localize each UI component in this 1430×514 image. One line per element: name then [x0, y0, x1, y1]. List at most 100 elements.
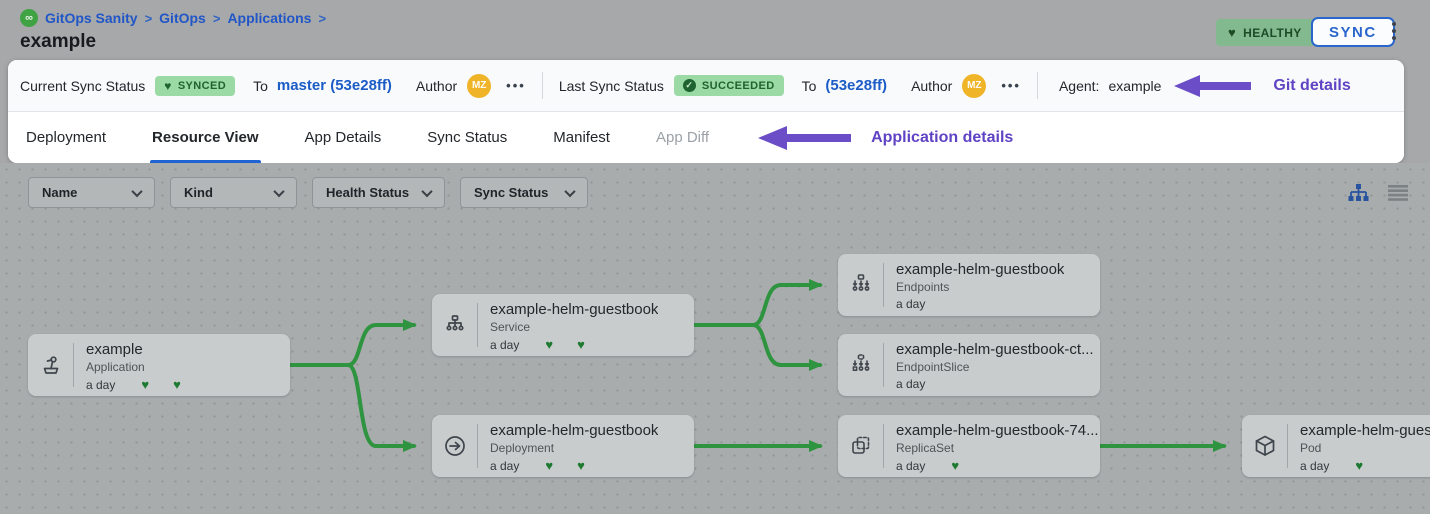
heart-icon: ♥ [951, 458, 960, 473]
gitops-logo-icon: ∞ [20, 9, 38, 27]
node-age: a day [896, 297, 926, 311]
node-kind: Deployment [490, 441, 555, 455]
tab-manifest[interactable]: Manifest [553, 129, 610, 146]
node-age: a day [896, 458, 926, 473]
breadcrumb-separator: > [212, 10, 221, 26]
current-sync-more-menu[interactable]: ••• [506, 78, 526, 93]
breadcrumb-separator: > [318, 10, 327, 26]
service-icon [432, 294, 477, 356]
kebab-menu-icon[interactable] [1392, 22, 1396, 40]
breadcrumb-applications[interactable]: Applications [227, 10, 312, 26]
heart-icon: ♥ [545, 458, 554, 473]
breadcrumb-gitops[interactable]: GitOps [159, 10, 206, 26]
divider [73, 343, 74, 387]
health-badge-label: HEALTHY [1243, 25, 1302, 40]
sync-button[interactable]: SYNC [1311, 17, 1395, 47]
tab-app-diff[interactable]: App Diff [655, 129, 710, 146]
divider [477, 424, 478, 468]
to-label: To [801, 77, 817, 94]
last-sync-more-menu[interactable]: ••• [1001, 78, 1021, 93]
git-details-annotation: Git details [1273, 76, 1351, 94]
filter-bar: Name Kind Health Status Sync Status [28, 177, 588, 208]
last-commit-link[interactable]: (53e28ff) [825, 77, 888, 94]
author-avatar[interactable]: MZ [962, 73, 987, 98]
filter-name-dropdown[interactable]: Name [28, 177, 155, 208]
filter-label: Health Status [326, 185, 410, 200]
tab-app-details[interactable]: App Details [304, 129, 382, 146]
divider [1036, 72, 1038, 99]
node-application[interactable]: example Application a day ♥♥ [28, 334, 290, 396]
check-circle-icon: ✓ [682, 79, 696, 92]
sync-status-bar: Current Sync Status ♥ SYNCED To master (… [8, 60, 1404, 112]
tab-deployment[interactable]: Deployment [26, 129, 107, 146]
node-kind: EndpointSlice [896, 360, 970, 374]
heart-icon: ♥ [164, 78, 172, 93]
node-title: example-helm-guest [1300, 422, 1430, 439]
node-title: example [86, 341, 143, 358]
node-age: a day [1300, 458, 1330, 473]
agent-value: example [1108, 77, 1162, 94]
heart-icon: ♥ [1355, 458, 1364, 473]
node-age: a day [896, 377, 926, 391]
filter-health-status-dropdown[interactable]: Health Status [312, 177, 445, 208]
node-kind: Application [86, 360, 145, 374]
tab-resource-view[interactable]: Resource View [150, 112, 261, 163]
page-header: ∞ GitOps Sanity > GitOps > Applications … [0, 0, 1430, 60]
view-toggles [1348, 184, 1408, 202]
health-hearts: ♥♥ [545, 458, 584, 473]
replicaset-icon [838, 415, 883, 477]
heart-icon: ♥ [173, 377, 181, 392]
node-deployment[interactable]: example-helm-guestbook Deployment a day … [432, 415, 694, 477]
current-sync-status-label: Current Sync Status [20, 77, 146, 94]
node-kind: Pod [1300, 441, 1322, 455]
application-icon [28, 334, 73, 396]
filter-kind-dropdown[interactable]: Kind [170, 177, 297, 208]
annotation-arrow-left-icon [758, 125, 852, 150]
divider [883, 424, 884, 468]
node-kind: ReplicaSet [896, 441, 955, 455]
node-title: example-helm-guestbook [896, 261, 1065, 278]
annotation-arrow-left-icon [1174, 74, 1252, 97]
node-title: example-helm-guestbook [490, 422, 659, 439]
node-title: example-helm-guestbook [490, 301, 659, 318]
breadcrumb-separator: > [144, 10, 153, 26]
health-hearts: ♥♥ [545, 337, 584, 352]
synced-badge-label: SYNCED [177, 79, 227, 92]
resource-tree-canvas: Name Kind Health Status Sync Status [0, 163, 1430, 514]
app-tabs: Deployment Resource View App Details Syn… [8, 112, 1404, 163]
list-view-icon[interactable] [1388, 185, 1408, 201]
filter-sync-status-dropdown[interactable]: Sync Status [460, 177, 588, 208]
heart-icon: ♥ [545, 337, 554, 352]
app-status-panel: Current Sync Status ♥ SYNCED To master (… [8, 60, 1404, 163]
synced-badge: ♥ SYNCED [155, 75, 236, 96]
tree-view-icon[interactable] [1348, 184, 1369, 202]
heart-icon: ♥ [577, 458, 585, 473]
node-kind: Endpoints [896, 280, 950, 294]
node-title: example-helm-guestbook-74... [896, 422, 1099, 439]
node-service[interactable]: example-helm-guestbook Service a day ♥♥ [432, 294, 694, 356]
node-age: a day [490, 458, 520, 473]
health-hearts: ♥ [951, 458, 959, 473]
health-status-badge: ♥ HEALTHY [1216, 19, 1314, 46]
endpoints-icon [838, 254, 883, 316]
breadcrumb-gitops-sanity[interactable]: GitOps Sanity [45, 10, 138, 26]
pod-icon [1242, 415, 1287, 477]
filter-label: Sync Status [474, 185, 549, 200]
node-pod[interactable]: example-helm-guest Pod a day ♥ [1242, 415, 1430, 477]
divider [883, 263, 884, 307]
author-label: Author [415, 77, 458, 94]
deployment-icon [432, 415, 477, 477]
filter-label: Name [42, 185, 78, 200]
node-age: a day [86, 377, 116, 392]
node-age: a day [490, 337, 520, 352]
tab-sync-status[interactable]: Sync Status [427, 129, 508, 146]
author-avatar[interactable]: MZ [467, 73, 492, 98]
current-commit-link[interactable]: master (53e28ff) [276, 77, 392, 94]
node-kind: Service [490, 320, 531, 334]
node-replicaset[interactable]: example-helm-guestbook-74... ReplicaSet … [838, 415, 1100, 477]
last-sync-status-label: Last Sync Status [558, 77, 664, 94]
node-endpointslice[interactable]: example-helm-guestbook-ct... EndpointSli… [838, 334, 1100, 396]
node-endpoints[interactable]: example-helm-guestbook Endpoints a day [838, 254, 1100, 316]
heart-icon: ♥ [577, 337, 585, 352]
author-label: Author [911, 77, 953, 94]
